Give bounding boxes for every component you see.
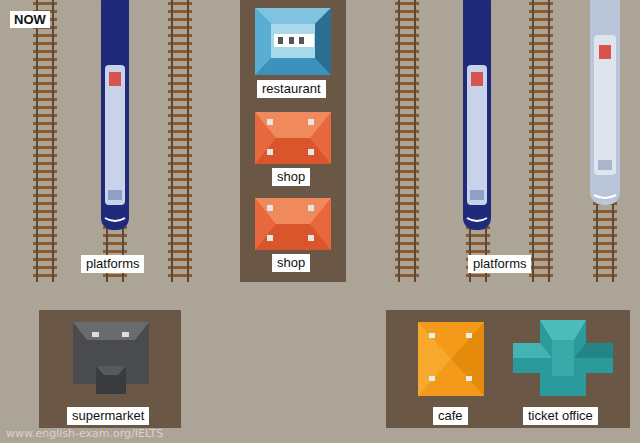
place-name: ticket office: [528, 408, 593, 424]
shop-label: shop: [272, 254, 310, 272]
place-name: restaurant: [262, 81, 321, 97]
train: [590, 0, 620, 205]
map-title: NOW: [10, 11, 50, 28]
train: [463, 0, 491, 230]
place-name: platforms: [86, 256, 139, 272]
centre-panel: [240, 0, 346, 282]
supermarket-label: supermarket: [67, 407, 149, 425]
place-name: platforms: [473, 256, 526, 272]
platforms-label: platforms: [468, 255, 531, 273]
shop-building: [255, 112, 331, 164]
place-name: supermarket: [72, 408, 144, 424]
place-name: shop: [277, 169, 305, 185]
cafe-label: cafe: [433, 407, 468, 425]
place-name: shop: [277, 255, 305, 271]
restaurant-label: restaurant: [257, 80, 326, 98]
restaurant-building: [255, 8, 331, 75]
watermark: www.english-exam.org/IELTS: [6, 427, 163, 440]
train: [101, 0, 129, 230]
place-name: cafe: [438, 408, 463, 424]
ticket-office-building: [513, 320, 613, 396]
cafe-building: [418, 322, 484, 396]
left-panel: [39, 310, 181, 428]
platforms-label: platforms: [81, 255, 144, 273]
supermarket-building: [73, 322, 149, 394]
ticket-office-label: ticket office: [523, 407, 598, 425]
right-panel: [386, 310, 630, 428]
shop-label: shop: [272, 168, 310, 186]
